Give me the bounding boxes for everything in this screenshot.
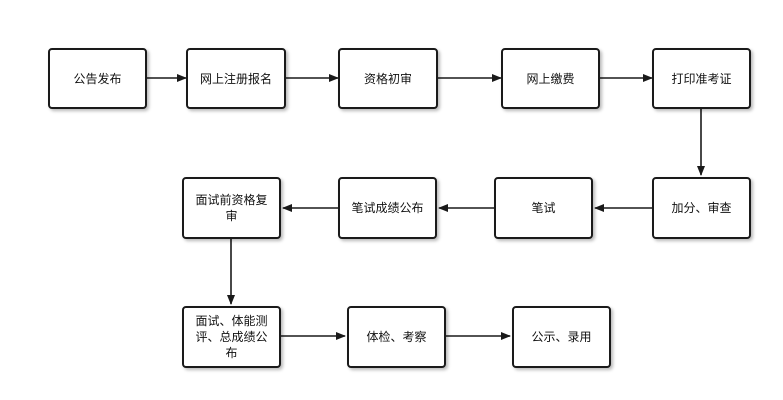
node-announcement: 公告发布 (48, 48, 147, 109)
node-written-results: 笔试成绩公布 (338, 177, 437, 239)
node-preliminary-review: 资格初审 (338, 48, 438, 109)
node-label: 资格初审 (363, 71, 412, 86)
node-written-exam: 笔试 (494, 177, 593, 239)
node-label: 面试、体能测评、总成绩公布 (195, 314, 268, 360)
node-label: 网上缴费 (526, 71, 575, 86)
node-label: 面试前资格复审 (195, 193, 268, 223)
node-label: 笔试 (531, 201, 556, 215)
node-label: 公示、录用 (531, 330, 592, 344)
node-publicity-hiring: 公示、录用 (512, 306, 611, 368)
node-label: 加分、审查 (671, 201, 732, 215)
node-label: 打印准考证 (671, 71, 732, 86)
node-print-admission: 打印准考证 (652, 48, 751, 109)
node-interview-results: 面试、体能测评、总成绩公布 (182, 306, 281, 368)
node-online-payment: 网上缴费 (501, 48, 600, 109)
node-pre-interview-review: 面试前资格复审 (182, 177, 281, 239)
node-label: 公告发布 (73, 71, 122, 86)
node-label: 网上注册报名 (199, 71, 272, 86)
node-label: 体检、考察 (366, 330, 427, 344)
node-medical-inspection: 体检、考察 (347, 306, 446, 368)
node-label: 笔试成绩公布 (351, 201, 424, 215)
node-bonus-review: 加分、审查 (652, 177, 751, 239)
node-online-registration: 网上注册报名 (186, 48, 286, 109)
